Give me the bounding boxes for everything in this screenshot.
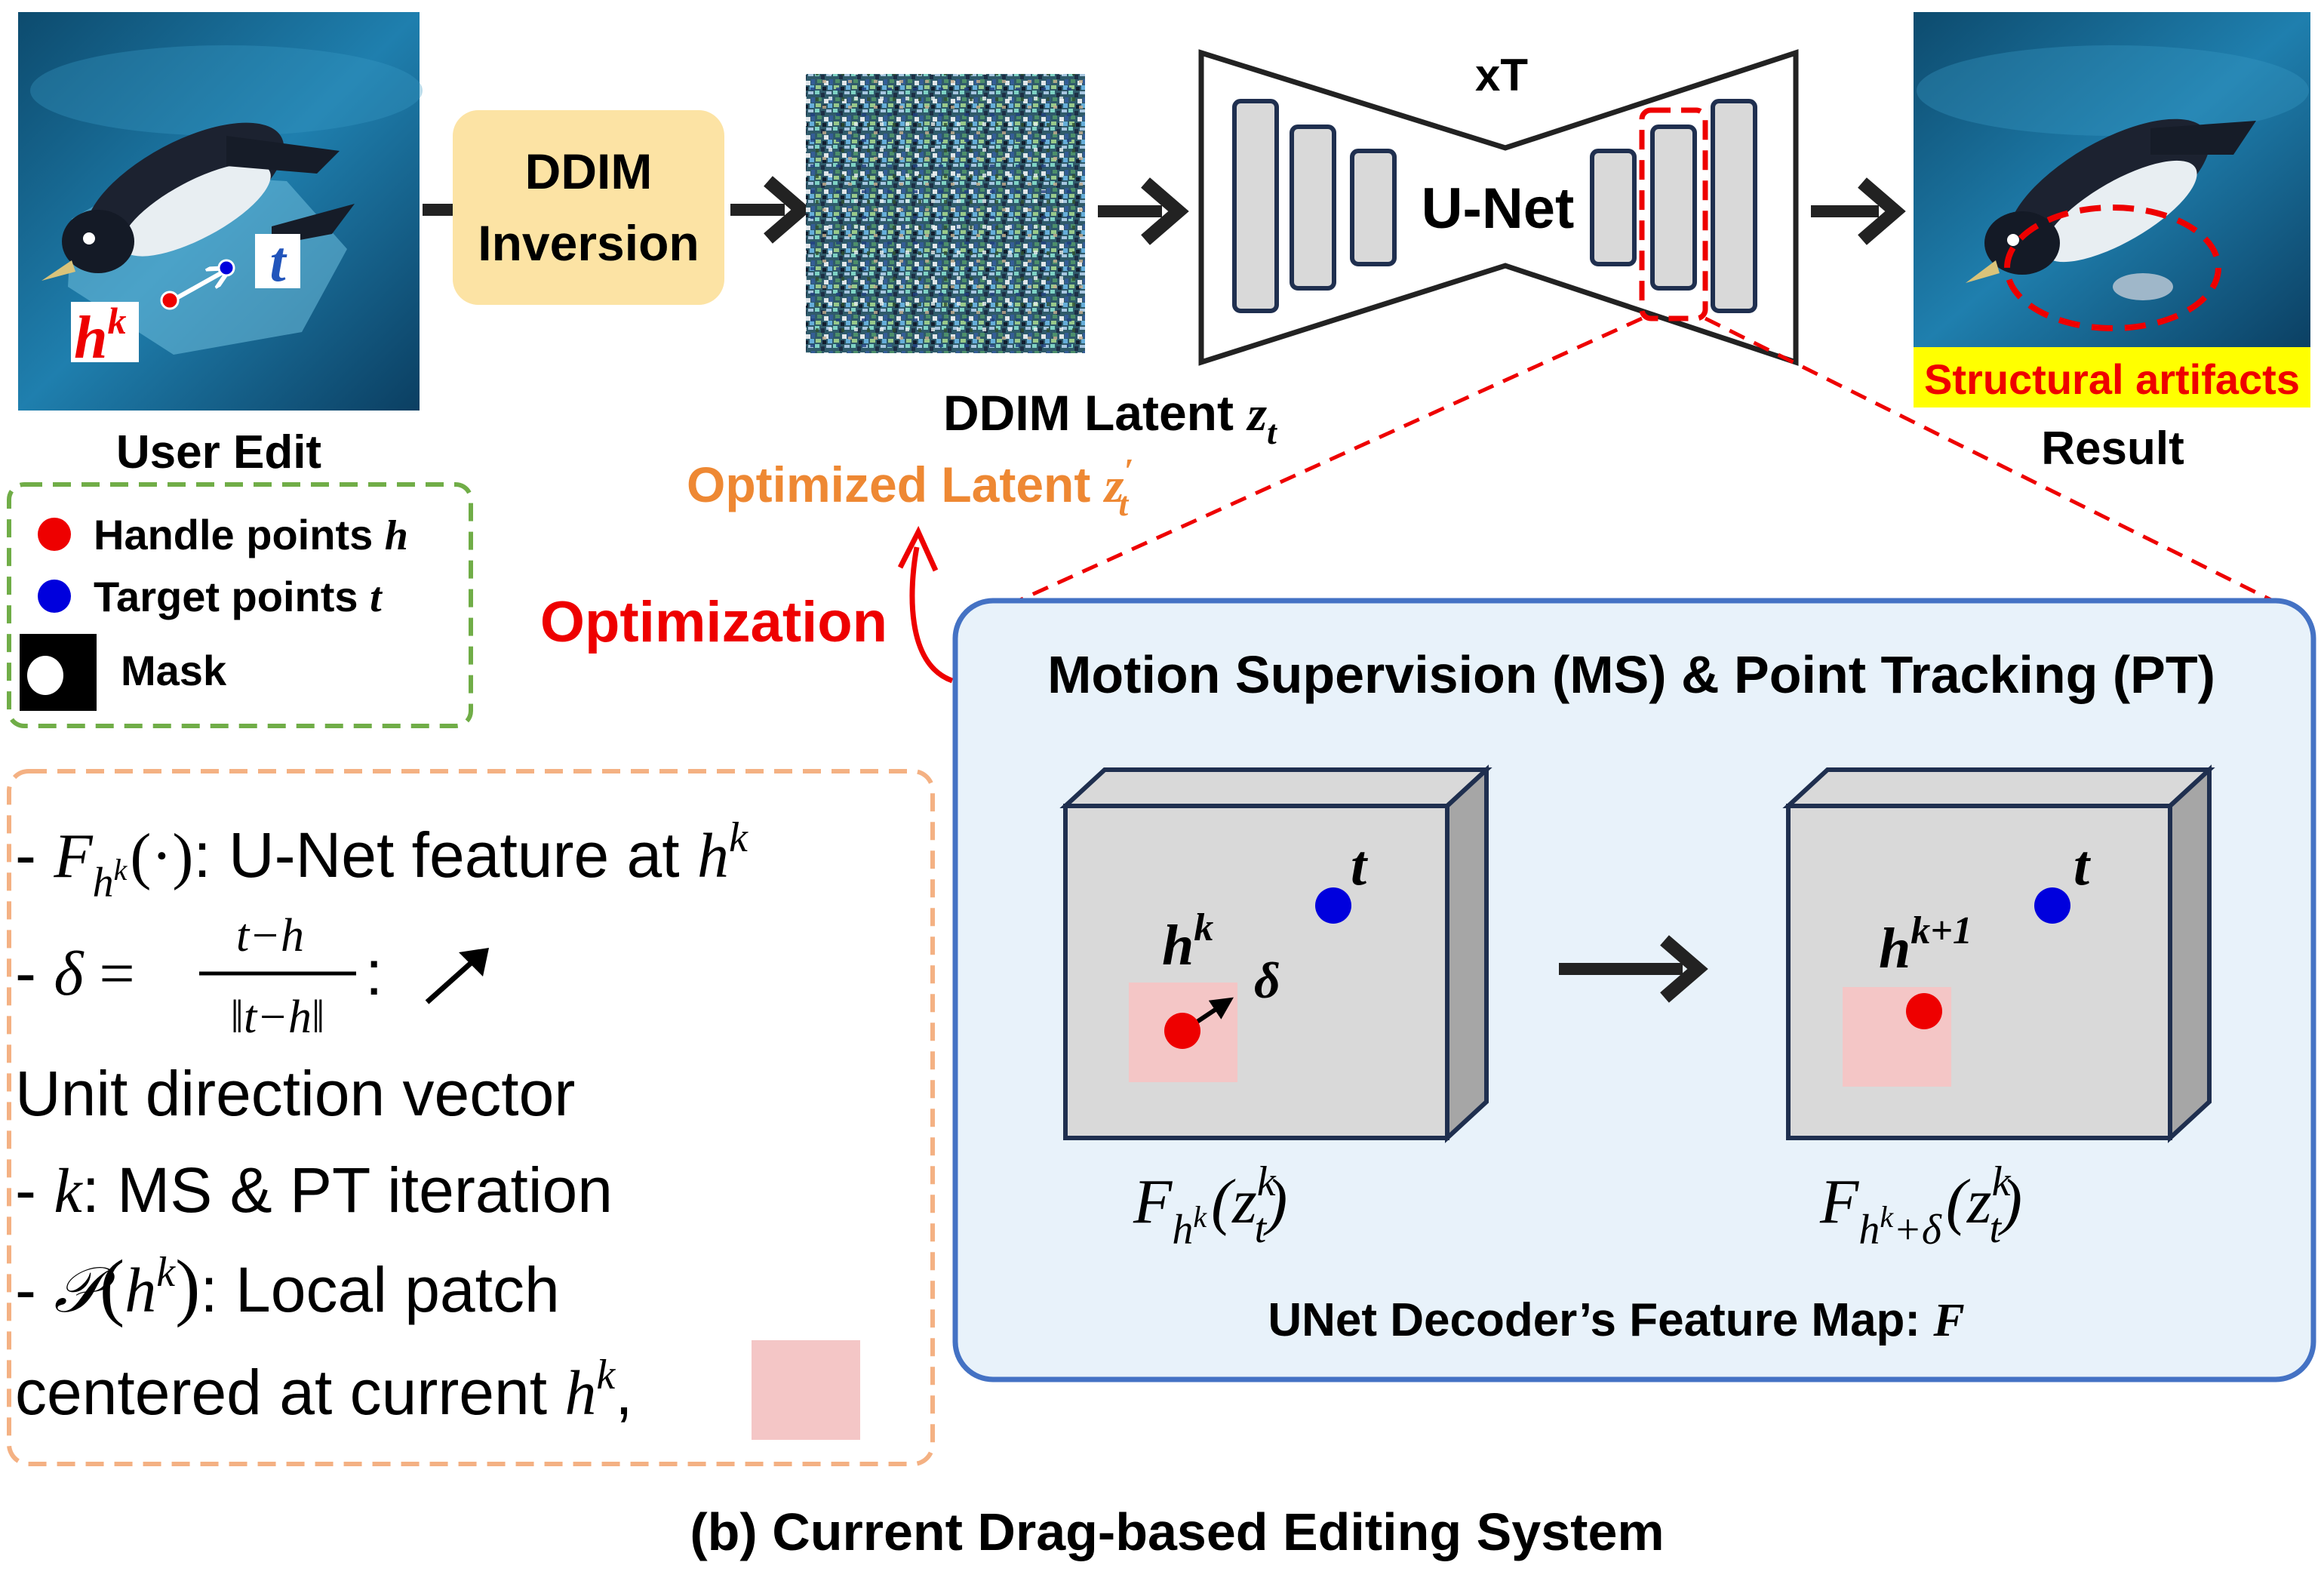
optimization-label: Optimization <box>540 590 887 654</box>
ms-pt-panel: Motion Supervision (MS) & Point Tracking… <box>952 598 2316 1382</box>
feature-map-right: hk+1 t <box>1782 764 2215 1143</box>
target-label: t <box>269 230 287 294</box>
optimized-latent-label: Optimized Latent z′t <box>687 451 1133 523</box>
mask-icon <box>20 634 97 711</box>
target-label-left: t <box>1351 834 1369 897</box>
note-feature: - Fhk(·): U-Net feature at hk <box>15 814 749 906</box>
legend-target-dot <box>38 580 71 613</box>
unet-block: U-Net xT <box>1198 49 1799 366</box>
artifact-label: Structural artifacts <box>1924 355 2300 403</box>
artifact-highlight <box>2004 205 2221 331</box>
decoder-highlight-box <box>1639 107 1708 321</box>
target-point-left <box>1315 887 1351 924</box>
panel-arrow <box>1559 935 1708 1003</box>
unet-decoder-layer-2 <box>1650 125 1697 291</box>
note-unit-vector: Unit direction vector <box>15 1058 575 1129</box>
ddim-inversion-box: DDIM Inversion <box>453 110 724 305</box>
legend-handle-dot <box>38 518 71 551</box>
legend: Handle points h Target points t Mask <box>7 482 473 728</box>
penguin-result-icon <box>1966 118 2256 300</box>
notes-box: - Fhk(·): U-Net feature at hk - δ = t−h … <box>7 769 935 1466</box>
optimization-arrow <box>897 525 954 684</box>
svg-text:t−h: t−h <box>236 910 304 961</box>
unet-encoder-layer-1 <box>1232 99 1279 313</box>
drag-arrow <box>168 270 226 304</box>
unet-encoder-layer-3 <box>1350 149 1397 266</box>
note-delta: - δ = t−h ‖t−h‖ : <box>15 910 489 1043</box>
unet-decoder-layer-1 <box>1590 149 1637 266</box>
handle-label-left: hk <box>1162 906 1213 977</box>
target-point-right <box>2034 887 2070 924</box>
latent-image <box>806 74 1085 353</box>
ddim-box-line1: DDIM <box>525 143 653 199</box>
direction-arrow-icon <box>425 948 489 1004</box>
legend-target-label: Target points t <box>94 573 383 621</box>
target-label-right: t <box>2073 834 2092 897</box>
zoom-lines <box>1002 316 2288 610</box>
delta-label-left: δ <box>1254 952 1280 1009</box>
target-label-bg <box>255 234 300 288</box>
svg-text:- δ =: - δ = <box>15 937 135 1009</box>
unet-label: U-Net <box>1422 177 1575 241</box>
note-patch-center: centered at current hk, <box>15 1352 633 1429</box>
result-image: Structural artifacts <box>1914 12 2310 407</box>
arrow-to-result <box>1811 177 1906 245</box>
unet-encoder-layer-2 <box>1290 125 1336 291</box>
ddim-box-line2: Inversion <box>478 215 699 271</box>
handle-point-left <box>1164 1013 1200 1049</box>
note-patch: - 𝒫(hk): Local patch <box>15 1244 560 1328</box>
arrow-to-unet <box>1098 177 1189 245</box>
ddim-latent-label: DDIM Latent zt <box>943 385 1277 451</box>
svg-text::: : <box>365 937 383 1008</box>
legend-handle-label: Handle points h <box>94 511 408 559</box>
arrow-to-latent <box>730 176 812 244</box>
handle-point <box>160 291 180 310</box>
feature-map-left: hk δ t <box>1059 764 1492 1143</box>
input-image: t hk <box>18 12 423 411</box>
figure-caption: (b) Current Drag-based Editing System <box>690 1502 1664 1561</box>
result-label: Result <box>2041 423 2184 475</box>
patch-swatch <box>752 1340 860 1440</box>
unet-decoder-layer-3 <box>1711 99 1757 313</box>
note-iteration: - k: MS & PT iteration <box>15 1155 613 1226</box>
unet-repeat-label: xT <box>1475 50 1528 100</box>
artifact-label-bg <box>1914 347 2310 407</box>
handle-label: hk <box>74 300 127 371</box>
target-point <box>217 259 235 277</box>
svg-text:‖t−h‖: ‖t−h‖ <box>231 992 325 1043</box>
handle-label-bg <box>71 302 139 362</box>
user-edit-label: User Edit <box>116 426 321 478</box>
panel-footer: UNet Decoder’s Feature Map: F <box>1268 1294 1964 1346</box>
penguin-icon <box>42 122 355 281</box>
handle-point-right <box>1906 993 1942 1029</box>
legend-mask-label: Mask <box>121 647 227 694</box>
panel-title: Motion Supervision (MS) & Point Tracking… <box>1047 645 2215 704</box>
handle-label-right: hk+1 <box>1879 909 1972 980</box>
